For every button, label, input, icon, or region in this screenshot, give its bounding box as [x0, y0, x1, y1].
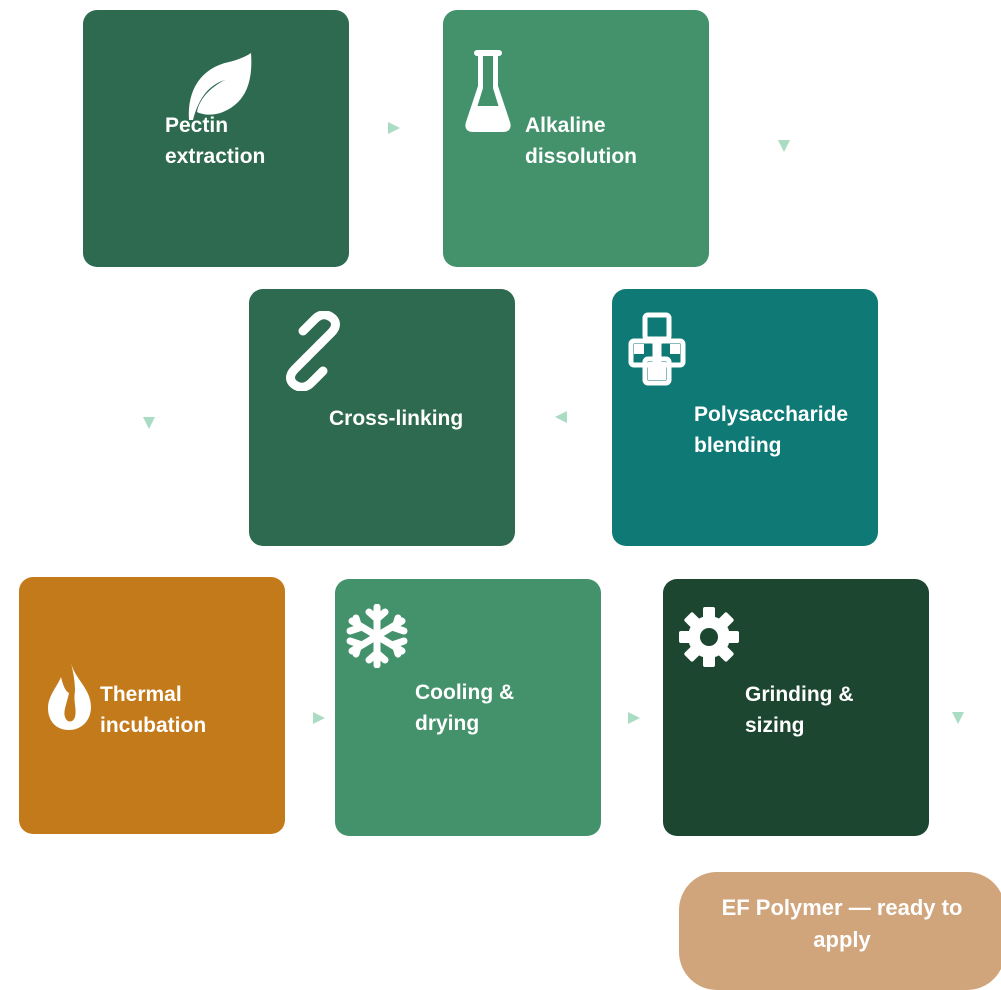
step-label: Cooling & drying [415, 681, 515, 735]
arrow-down [777, 139, 791, 153]
step-label: Alkaline dissolution [525, 114, 637, 168]
flame-icon [45, 661, 95, 736]
flask-icon [463, 48, 513, 139]
arrow-right [312, 711, 326, 725]
step-thermal-incubation: Thermal incubation [19, 577, 285, 834]
step-cross-linking: Cross-linking [249, 289, 515, 546]
step-cooling-drying: Cooling & drying [335, 579, 601, 836]
step-label: Polysaccharide blending [694, 403, 849, 457]
step-pectin-extraction: Pectin extraction [83, 10, 349, 267]
final-result-badge: EF Polymer — ready to apply [679, 872, 1001, 990]
snowflake-icon [345, 603, 409, 673]
arrow-right [387, 121, 401, 135]
step-label: Cross-linking [329, 407, 464, 430]
step-label: Thermal incubation [100, 683, 207, 737]
step-label: Pectin extraction [165, 114, 266, 168]
arrow-down [142, 416, 156, 430]
final-label: EF Polymer — ready to apply [721, 895, 963, 952]
step-polysaccharide-blending: Polysaccharide blending [612, 289, 878, 546]
step-alkaline-dissolution: Alkaline dissolution [443, 10, 709, 267]
arrow-right [627, 711, 641, 725]
step-grinding-sizing: Grinding & sizing [663, 579, 929, 836]
link-icon [273, 310, 353, 396]
arrow-left [554, 410, 568, 424]
leaf-icon [179, 50, 255, 131]
step-label: Grinding & sizing [745, 683, 854, 737]
arrow-down [951, 711, 965, 725]
gear-icon [677, 605, 741, 674]
cubes-icon [626, 311, 690, 394]
